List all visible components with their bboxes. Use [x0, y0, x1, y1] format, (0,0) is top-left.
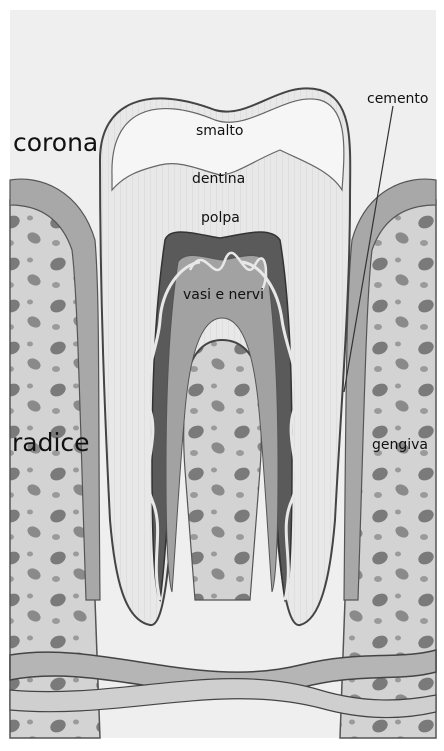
label-smalto: smalto [196, 124, 243, 138]
label-vasi-e-nervi: vasi e nervi [183, 288, 264, 302]
inter-radicular-bone [184, 330, 262, 600]
label-polpa: polpa [201, 211, 240, 225]
label-cemento: cemento [367, 92, 429, 106]
label-gengiva: gengiva [372, 438, 428, 452]
label-corona: corona [13, 130, 98, 155]
label-dentina: dentina [192, 172, 245, 186]
label-radice: radice [12, 430, 90, 455]
